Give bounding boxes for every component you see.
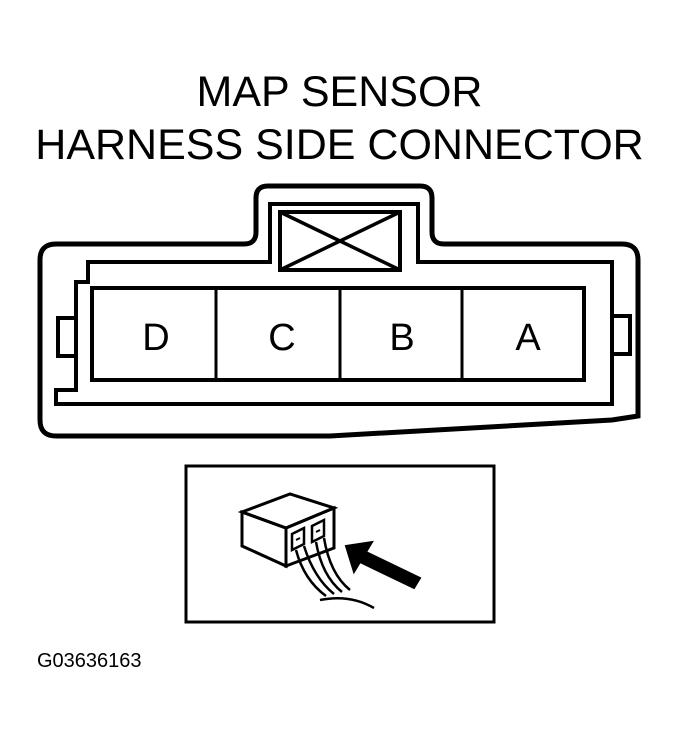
connector-housing-outer — [37, 183, 641, 439]
locking-tab-cross-icon — [278, 210, 402, 272]
right-latch — [610, 314, 632, 356]
terminal-cavities — [90, 286, 586, 382]
title-line-1: MAP SENSOR — [196, 68, 483, 116]
figure-id: G03636163 — [37, 650, 142, 672]
probe-arrow-icon — [344, 540, 422, 590]
inset-probe-illustration — [184, 464, 496, 624]
pin-label-d: D — [142, 317, 169, 359]
pin-label-b: B — [389, 317, 414, 359]
connector-housing-inner — [54, 202, 614, 406]
left-latch — [56, 316, 78, 358]
title-line-2: HARNESS SIDE CONNECTOR — [35, 121, 644, 169]
pin-label-a: A — [515, 317, 541, 359]
pin-label-c: C — [268, 317, 295, 359]
